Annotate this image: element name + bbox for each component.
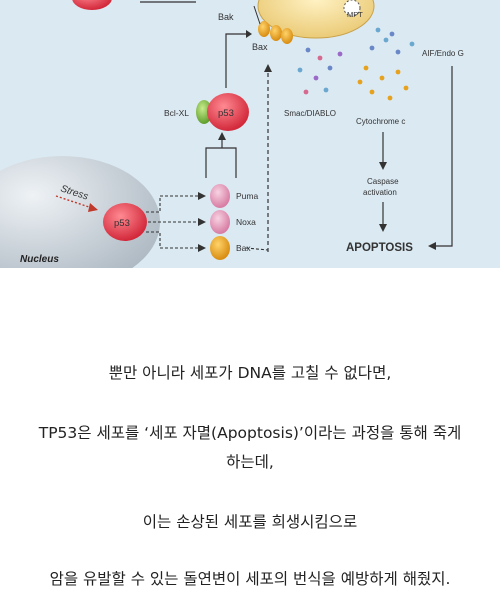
bclxl-protein <box>196 100 212 124</box>
top-p53-blob <box>72 0 112 10</box>
cytochrome-label: Cytochrome c <box>356 117 405 126</box>
paragraph-4: 암을 유발할 수 있는 돌연변이 세포의 번식을 예방하게 해줬지. <box>49 570 451 588</box>
bak-label: Bak <box>218 12 234 22</box>
released-factors-dots <box>297 27 415 101</box>
p53-upper-label: p53 <box>218 108 234 119</box>
mpt-label: MPT <box>347 10 363 19</box>
paragraph-1: 뿐만 아니라 세포가 DNA를 고칠 수 없다면, <box>108 364 392 382</box>
nucleus-label: Nucleus <box>20 254 59 265</box>
puma-label: Puma <box>236 191 258 201</box>
paragraph-2-line-1: TP53은 세포를 ‘세포 자멸(Apoptosis)’이라는 과정을 통해 죽… <box>38 424 462 442</box>
noxa-protein <box>210 210 230 234</box>
bax-bottom-label: Bax <box>236 243 251 253</box>
apoptosis-label: APOPTOSIS <box>346 242 413 254</box>
p53-nucleus-label: p53 <box>114 218 130 229</box>
bax-protein <box>210 236 230 260</box>
puma-protein <box>210 184 230 208</box>
p53-cytoplasm <box>207 93 249 131</box>
caspase-line2: activation <box>363 188 397 197</box>
bclxl-label: Bcl-XL <box>164 108 189 118</box>
smac-label: Smac/DIABLO <box>284 109 336 118</box>
noxa-label: Noxa <box>236 217 256 227</box>
aif-label: AIF/Endo G <box>422 49 464 58</box>
paragraph-2-line-2: 하는데, <box>226 453 274 471</box>
apoptosis-pathway-figure: MPT Bak Bax AIF/Endo G Smac/DIABL <box>0 0 500 268</box>
bax-top-label: Bax <box>252 42 268 52</box>
p53-nucleus <box>103 203 147 241</box>
paragraph-3: 이는 손상된 세포를 희생시킴으로 <box>142 513 358 531</box>
caspase-line1: Caspase <box>367 177 399 186</box>
pathway-diagram: MPT Bak Bax AIF/Endo G Smac/DIABL <box>0 0 464 268</box>
